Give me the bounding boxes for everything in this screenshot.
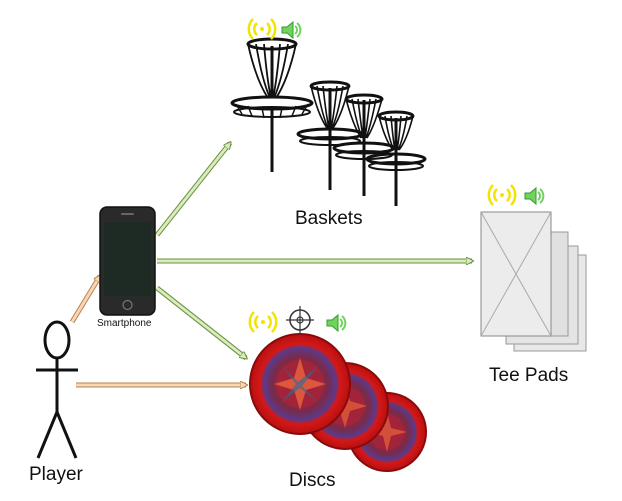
basket-icon [296, 80, 364, 190]
baskets-label: Baskets [295, 208, 363, 229]
wireless-icon [487, 184, 517, 206]
stick-figure-icon [36, 320, 78, 459]
basket-icon [332, 93, 396, 196]
speaker-icon [524, 186, 545, 206]
tee-pads-label: Tee Pads [489, 365, 569, 386]
smartphone-label: Smartphone [97, 318, 152, 329]
tee-pads-group [480, 211, 587, 352]
smartphone-icon [99, 206, 156, 316]
speaker-icon [326, 313, 347, 333]
wireless-icon [247, 18, 277, 40]
tee-pad-icon [480, 211, 552, 337]
basket-icon [365, 110, 427, 206]
wireless-icon [248, 311, 278, 333]
disc-icon [249, 333, 351, 435]
speaker-icon [281, 20, 302, 40]
discs-label: Discs [289, 470, 336, 491]
baskets-group [230, 37, 427, 206]
arrow-phone-to-baskets [155, 143, 232, 237]
player-label: Player [29, 464, 83, 485]
arrow-phone-to-discs [155, 286, 246, 360]
arrow-player-to-phone [69, 276, 103, 324]
basket-icon [230, 37, 314, 172]
crosshair-icon [286, 306, 314, 334]
discs-group [249, 333, 427, 472]
